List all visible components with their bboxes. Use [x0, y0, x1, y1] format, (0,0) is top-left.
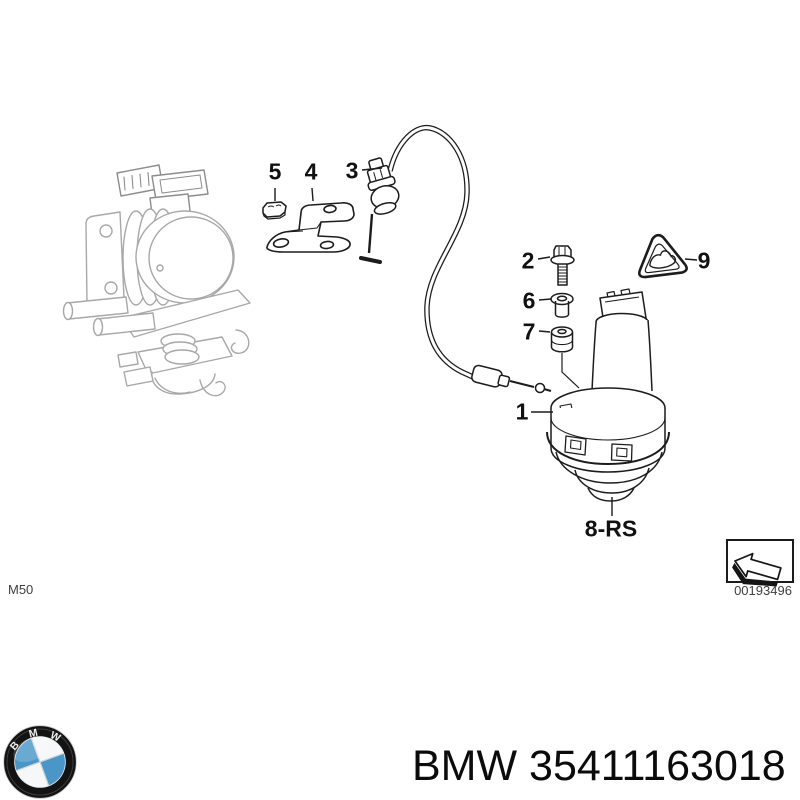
- sleeve-drawing: [550, 292, 574, 318]
- grommet-position-line: [561, 353, 580, 389]
- direction-stamp: [726, 539, 794, 587]
- callout-label-8-rs: 8-RS: [584, 515, 638, 542]
- callout-label-1: 1: [515, 398, 529, 425]
- callout-label-2: 2: [521, 247, 535, 274]
- callout-label-5: 5: [268, 158, 282, 185]
- bmw-logo: B M W: [3, 725, 77, 799]
- cable-drawing: [359, 124, 552, 394]
- cable-end-barrel: [471, 364, 511, 388]
- callout-label-3: 3: [345, 157, 359, 184]
- logo-letter-w: W: [48, 729, 62, 744]
- leader-lines: [274, 167, 698, 516]
- bracket-drawing: [266, 202, 355, 253]
- part-number-caption: BMW 35411163018: [412, 742, 786, 790]
- grommet-drawing: [550, 326, 574, 353]
- cable-ferrule: [366, 157, 400, 215]
- throttle-body-drawing: [62, 164, 251, 397]
- bmw-logo-quadrants: [15, 737, 65, 787]
- logo-letter-m: M: [28, 727, 39, 741]
- callout-label-7: 7: [522, 318, 536, 345]
- warning-triangle-icon: [637, 233, 688, 279]
- bolt-drawing: [550, 245, 575, 286]
- actuator-drawing: [546, 288, 670, 502]
- callout-label-4: 4: [304, 158, 318, 185]
- callout-label-6: 6: [522, 287, 536, 314]
- image-number-label: 00193496: [734, 583, 792, 598]
- callout-label-9: 9: [697, 247, 711, 274]
- nut-drawing: [262, 201, 287, 220]
- engine-code-label: M50: [8, 582, 34, 597]
- arrow-icon: [732, 552, 782, 587]
